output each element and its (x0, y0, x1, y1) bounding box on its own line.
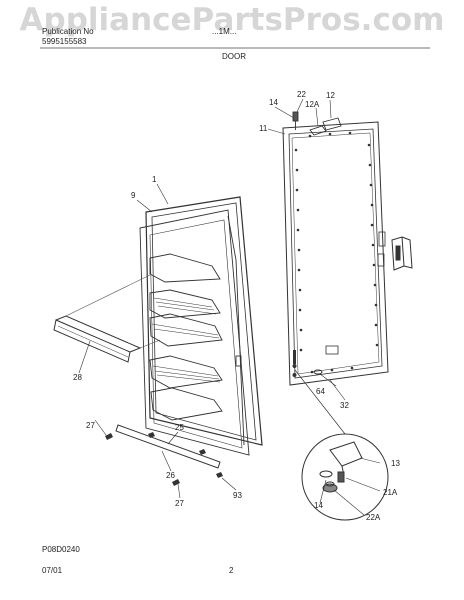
door-shelves (149, 253, 223, 421)
callout-9: 9 (131, 191, 136, 200)
callout-12a: 12A (305, 100, 320, 109)
callout-32: 32 (340, 401, 349, 410)
callout-11: 11 (259, 124, 268, 133)
door-panel-screws (294, 131, 379, 374)
publication-number: 5995155583 (42, 37, 87, 46)
callout-leaders (78, 98, 381, 516)
callout-22: 22 (297, 90, 306, 99)
publication-label: Publication No (42, 27, 94, 36)
callout-1: 1 (152, 175, 157, 184)
watermark-logo: AppliancePartsPros.com (19, 2, 445, 38)
callout-93: 93 (233, 491, 242, 500)
callout-13: 13 (391, 459, 400, 468)
inner-door-liner (139, 209, 250, 456)
detail-circle (294, 369, 389, 521)
door-gasket (145, 196, 263, 446)
callout-64: 64 (316, 387, 325, 396)
section-title: DOOR (222, 52, 246, 61)
callout-27-left: 27 (86, 421, 95, 430)
callout-21a: 21A (383, 488, 398, 497)
top-hinge-parts (292, 111, 342, 136)
right-panel-tabs (325, 231, 386, 355)
detail-parts (319, 441, 363, 493)
shelf-bar (53, 315, 142, 363)
callout-22a: 22A (366, 513, 381, 522)
callout-14-detail: 14 (314, 501, 323, 510)
callout-14-top: 14 (269, 98, 278, 107)
page-number: 2 (229, 566, 234, 575)
callout-27-bottom: 27 (175, 499, 184, 508)
callout-28: 28 (73, 373, 82, 382)
door-handle (391, 236, 413, 271)
model-number: ...1M... (212, 27, 237, 36)
footer-date: 07/01 (42, 566, 63, 575)
outer-door-panel (282, 121, 389, 386)
shelf-leader-lines (65, 274, 161, 349)
liner-screws (105, 432, 223, 486)
bottom-trim (115, 424, 221, 469)
callout-12: 12 (326, 91, 335, 100)
callout-26: 26 (166, 471, 175, 480)
callout-25: 25 (175, 423, 184, 432)
bottom-hinge-screws (292, 350, 323, 377)
diagram-code: P08D0240 (42, 545, 80, 554)
callout-labels: 1 9 11 12 12A 13 14 14 21A 22 22A 25 26 … (73, 90, 400, 522)
